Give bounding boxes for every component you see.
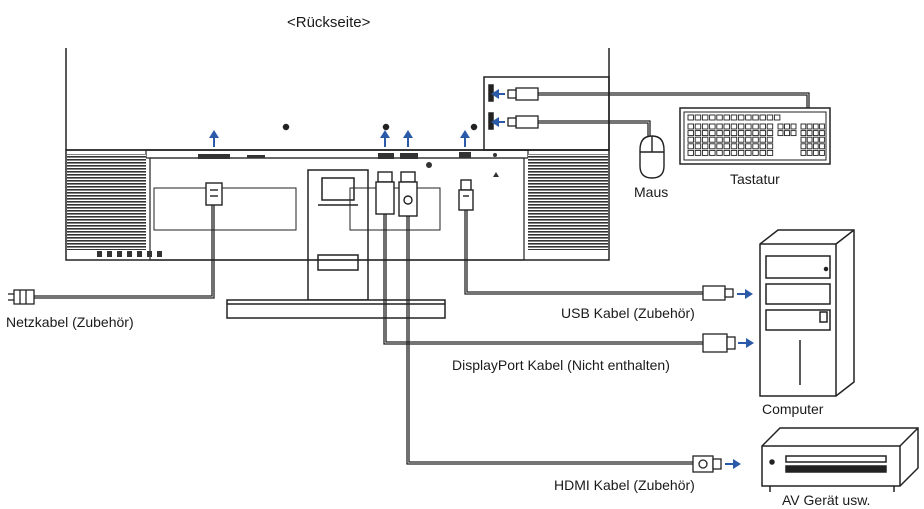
power-port — [198, 154, 265, 159]
power-end-plug — [8, 289, 35, 305]
keyboard-label: Tastatur — [730, 171, 780, 187]
monitor-back — [65, 48, 610, 261]
vent-left — [67, 154, 146, 250]
usb-hub-plugs — [507, 87, 539, 129]
keyboard-icon — [679, 107, 831, 165]
arrow-icon — [209, 89, 754, 469]
mouse-icon — [639, 135, 665, 179]
mouse-label: Maus — [634, 184, 669, 200]
kensington-icon — [493, 172, 499, 177]
computer-label: Computer — [762, 401, 824, 417]
usb-end-plug — [702, 285, 734, 301]
av-device-label: AV Gerät usw. — [782, 492, 871, 508]
displayport-cable-label: DisplayPort Kabel (Nicht enthalten) — [452, 357, 670, 373]
usb-cable-label: USB Kabel (Zubehör) — [561, 305, 695, 321]
bottom-buttons — [97, 251, 162, 257]
usb-hub-side — [483, 76, 610, 151]
usb-upstream-port — [459, 152, 471, 158]
displayport-end-plug — [702, 333, 736, 353]
power-plug-icon — [205, 182, 223, 206]
hdmi-cable-label: HDMI Kabel (Zubehör) — [554, 477, 695, 493]
audio-port — [426, 162, 432, 168]
lock-slot — [493, 153, 497, 157]
hdmi-end-plug — [692, 455, 722, 473]
computer-tower-icon — [759, 229, 855, 397]
hdmi-plug-icon — [398, 171, 418, 217]
usb-plug-icon — [458, 179, 474, 211]
displayport-plug-icon — [375, 171, 395, 215]
diagram-title: <Rückseite> — [287, 14, 371, 31]
cable-lines — [30, 92, 810, 465]
av-device-icon — [761, 427, 919, 492]
hdmi-port — [400, 153, 418, 159]
vent-right — [528, 154, 608, 250]
power-cable-label: Netzkabel (Zubehör) — [6, 314, 134, 330]
displayport-port — [378, 153, 394, 159]
